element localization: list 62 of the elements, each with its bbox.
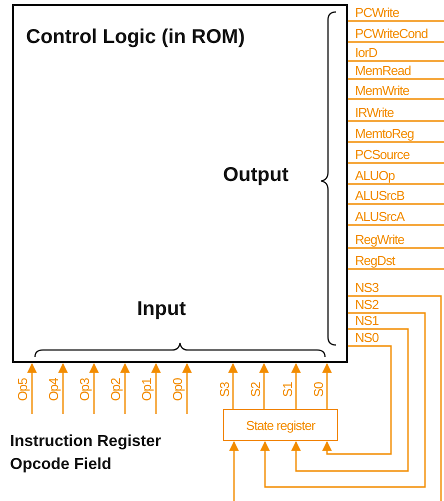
- signal-label: Op0: [171, 377, 185, 402]
- arrow: [322, 345, 392, 455]
- signal-label: Op4: [47, 377, 61, 402]
- signal-label: IorD: [355, 46, 378, 60]
- signal-label: NS2: [355, 298, 378, 312]
- arrow: [259, 363, 269, 409]
- signal-line: [348, 120, 444, 122]
- signal-label: RegDst: [355, 254, 395, 268]
- signal-label: ALUSrcA: [355, 210, 404, 224]
- signal-label: ALUOp: [355, 169, 395, 183]
- arrow: [229, 441, 239, 501]
- signal-label: Op1: [140, 377, 154, 402]
- signal-label: PCWrite: [355, 6, 399, 20]
- register-label: State register: [246, 418, 315, 432]
- arrow: [120, 363, 130, 414]
- signal-label: NS3: [355, 281, 378, 295]
- signal-line: [348, 224, 444, 226]
- signal-line: [348, 60, 444, 62]
- arrow: [291, 363, 301, 409]
- caption-text: Instruction Register Opcode Field: [10, 432, 162, 475]
- signal-label: Op2: [109, 377, 123, 402]
- block-label: Output: [223, 164, 289, 187]
- signal-line: [348, 268, 444, 270]
- signal-label: S2: [249, 381, 263, 398]
- arrow: [291, 328, 409, 472]
- signal-line: [348, 203, 444, 205]
- arrow: [182, 363, 192, 414]
- arrow: [27, 363, 37, 414]
- arrow: [260, 312, 426, 488]
- arrow: [228, 363, 238, 409]
- signal-line: [348, 247, 444, 249]
- signal-label: Op5: [16, 377, 30, 402]
- signal-label: PCSource: [355, 148, 410, 162]
- signal-line: [348, 162, 444, 164]
- signal-label: NS1: [355, 314, 378, 328]
- signal-line: [348, 78, 444, 80]
- signal-label: PCWriteCond: [355, 27, 428, 41]
- signal-line: [348, 41, 444, 43]
- signal-label: S1: [281, 381, 295, 398]
- arrow: [322, 363, 332, 409]
- signal-label: IRWrite: [355, 106, 394, 120]
- signal-line: [348, 141, 444, 143]
- signal-line: [348, 183, 444, 185]
- signal-line: [348, 295, 442, 501]
- signal-label: MemWrite: [355, 84, 410, 98]
- signal-label: MemtoReg: [355, 127, 414, 141]
- block-title: Control Logic (in ROM): [26, 26, 245, 49]
- signal-label: ALUSrcB: [355, 189, 404, 203]
- arrow: [89, 363, 99, 414]
- signal-label: Op3: [78, 377, 92, 402]
- signal-line: [348, 98, 444, 100]
- arrow: [58, 363, 68, 414]
- signal-label: S3: [218, 381, 232, 398]
- block-label: Input: [137, 298, 186, 321]
- signal-label: RegWrite: [355, 233, 404, 247]
- signal-label: S0: [312, 381, 326, 398]
- signal-label: MemRead: [355, 64, 411, 78]
- signal-line: [348, 20, 444, 22]
- control-logic-box: [12, 4, 348, 363]
- state-register-box: [223, 409, 338, 441]
- signal-label: NS0: [355, 331, 378, 345]
- arrow: [151, 363, 161, 414]
